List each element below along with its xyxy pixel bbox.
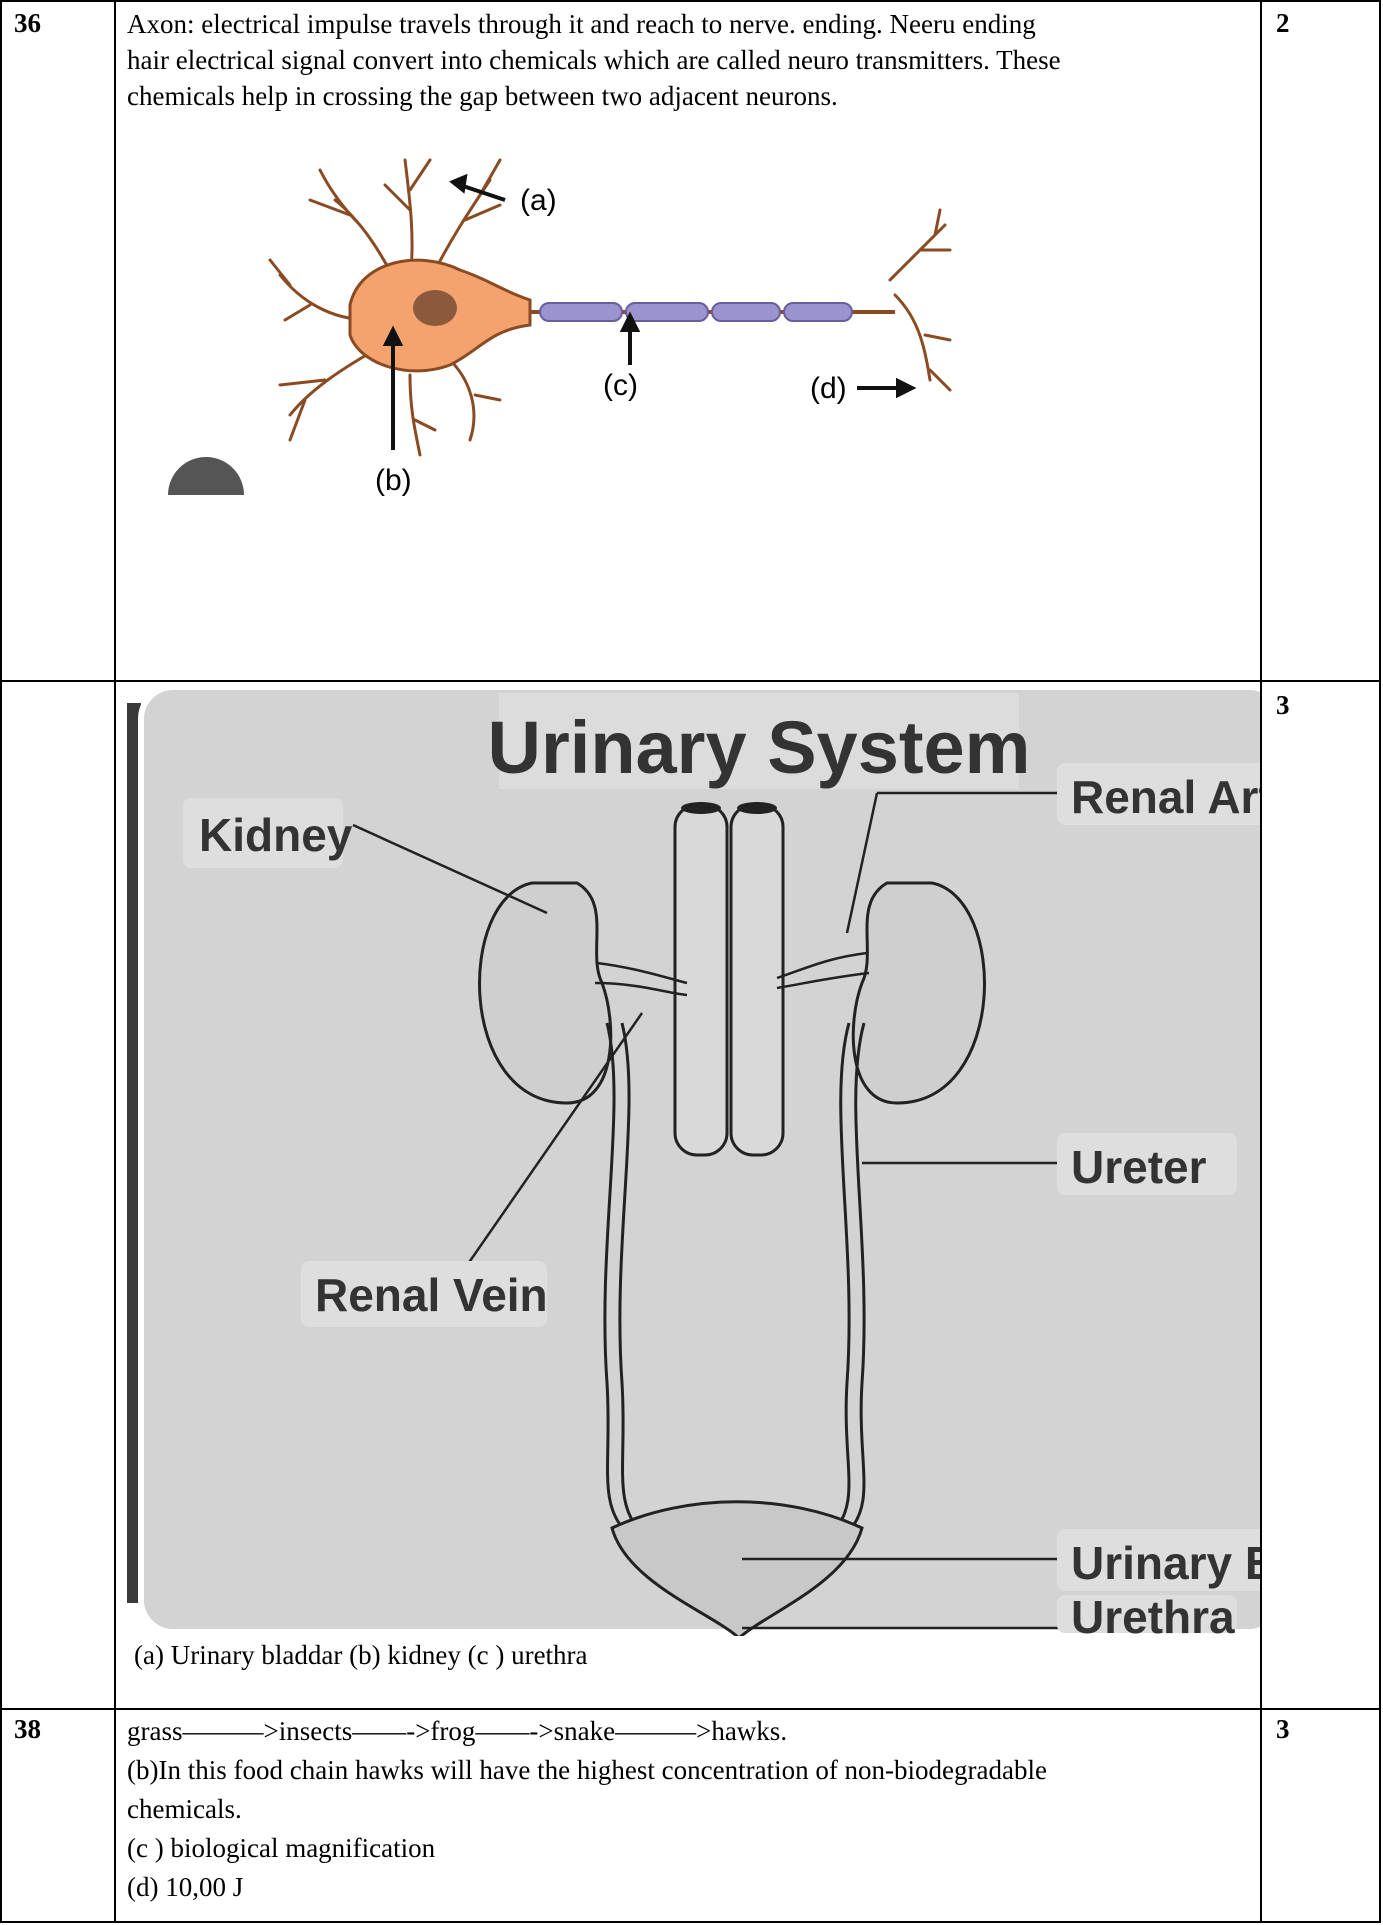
answer-line: (d) 10,00 J <box>127 1868 1252 1907</box>
neuron-label-a: (a) <box>520 184 557 217</box>
answer-text: Axon: electrical impulse travels through… <box>127 6 1252 114</box>
answer-line: chemicals help in crossing the gap betwe… <box>127 78 1252 114</box>
question-number: 36 <box>14 8 41 39</box>
row-divider-2 <box>2 1708 1379 1710</box>
answer-line: hair electrical signal convert into chem… <box>127 42 1252 78</box>
column-divider-qno <box>114 2 116 1921</box>
answer-line: grass———>insects——->frog——->snake———>haw… <box>127 1712 1252 1751</box>
answer-line: (c ) biological magnification <box>127 1829 1252 1868</box>
row-divider-1 <box>2 680 1379 682</box>
urethra-label: Urethra <box>1071 1591 1235 1636</box>
marks-value: 3 <box>1276 1714 1290 1745</box>
answer-line: chemicals. <box>127 1790 1252 1829</box>
answer-line: (b)In this food chain hawks will have th… <box>127 1751 1252 1790</box>
marks-value: 2 <box>1276 8 1290 39</box>
question-number: 38 <box>14 1714 41 1745</box>
urinary-bladder-label: Urinary B <box>1071 1537 1260 1589</box>
renal-vein-label: Renal Vein <box>315 1269 548 1321</box>
diagram-title: Urinary System <box>488 706 1031 789</box>
column-divider-marks <box>1260 2 1262 1921</box>
neuron-label-d: (d) <box>810 372 847 405</box>
urinary-system-image: Urinary System <box>127 683 1260 1636</box>
ureter-label: Ureter <box>1071 1141 1207 1193</box>
neuron-label-b: (b) <box>375 464 412 497</box>
answer-line: Axon: electrical impulse travels through… <box>127 6 1252 42</box>
renal-artery-label: Renal Art <box>1071 771 1260 823</box>
caption-text: (a) Urinary bladdar (b) kidney (c ) uret… <box>134 1637 1254 1673</box>
neuron-diagram: (a) (b) (c) (d) <box>160 130 1000 500</box>
answer-text: grass———>insects——->frog——->snake———>haw… <box>127 1712 1252 1907</box>
marks-value: 3 <box>1276 690 1290 721</box>
kidney-label: Kidney <box>199 809 353 861</box>
overlay-icon <box>168 457 244 495</box>
neuron-label-c: (c) <box>603 369 638 402</box>
